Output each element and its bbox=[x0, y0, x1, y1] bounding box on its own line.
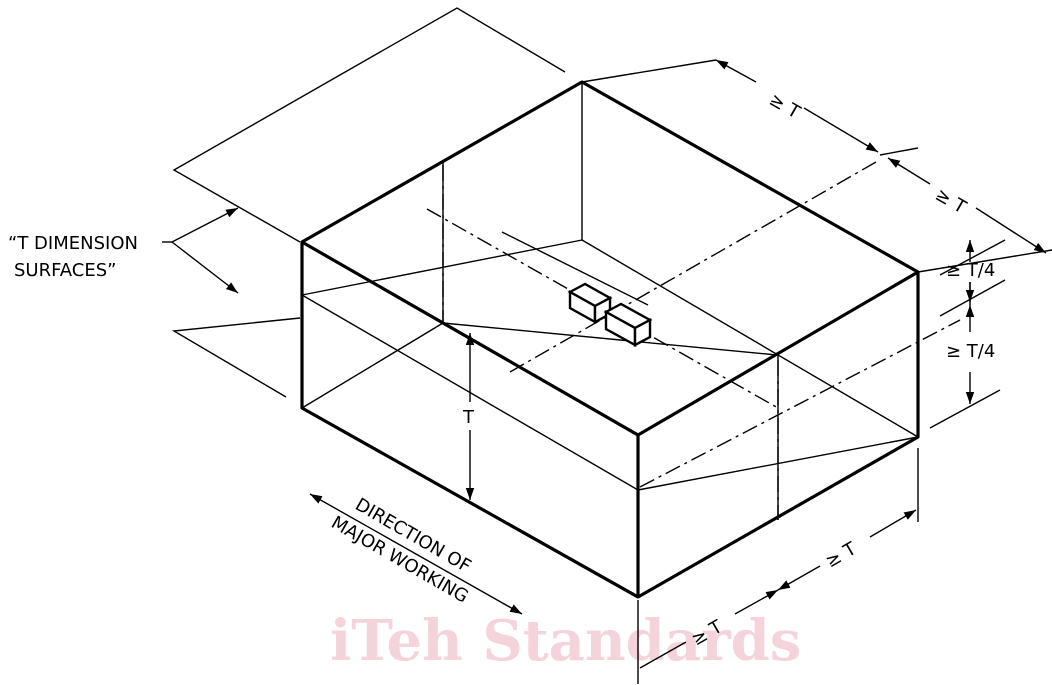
top-dimensions bbox=[581, 59, 1052, 273]
dim-right-upper-label: ≥ T/4 bbox=[946, 260, 995, 281]
bottom-dimensions bbox=[637, 448, 919, 684]
dim-top-2-label: ≥ T bbox=[932, 184, 971, 219]
dim-thickness-label: T bbox=[462, 407, 475, 428]
test-specimen bbox=[567, 282, 653, 348]
watermark-text: iTeh Standards bbox=[330, 608, 801, 674]
direction-arrow bbox=[309, 493, 523, 615]
surfaces-callout bbox=[162, 207, 239, 294]
surfaces-label-line2: SURFACES” bbox=[14, 260, 117, 281]
surfaces-label-line1: “T DIMENSION bbox=[8, 233, 138, 254]
dim-bottom-2-label: ≥ T bbox=[822, 538, 861, 573]
center-lines bbox=[426, 161, 961, 520]
right-dimensions bbox=[929, 239, 1006, 429]
t-dimension-surfaces bbox=[171, 7, 566, 398]
dim-top-1-label: ≥ T bbox=[766, 89, 805, 124]
dim-right-lower-label: ≥ T/4 bbox=[946, 341, 995, 362]
